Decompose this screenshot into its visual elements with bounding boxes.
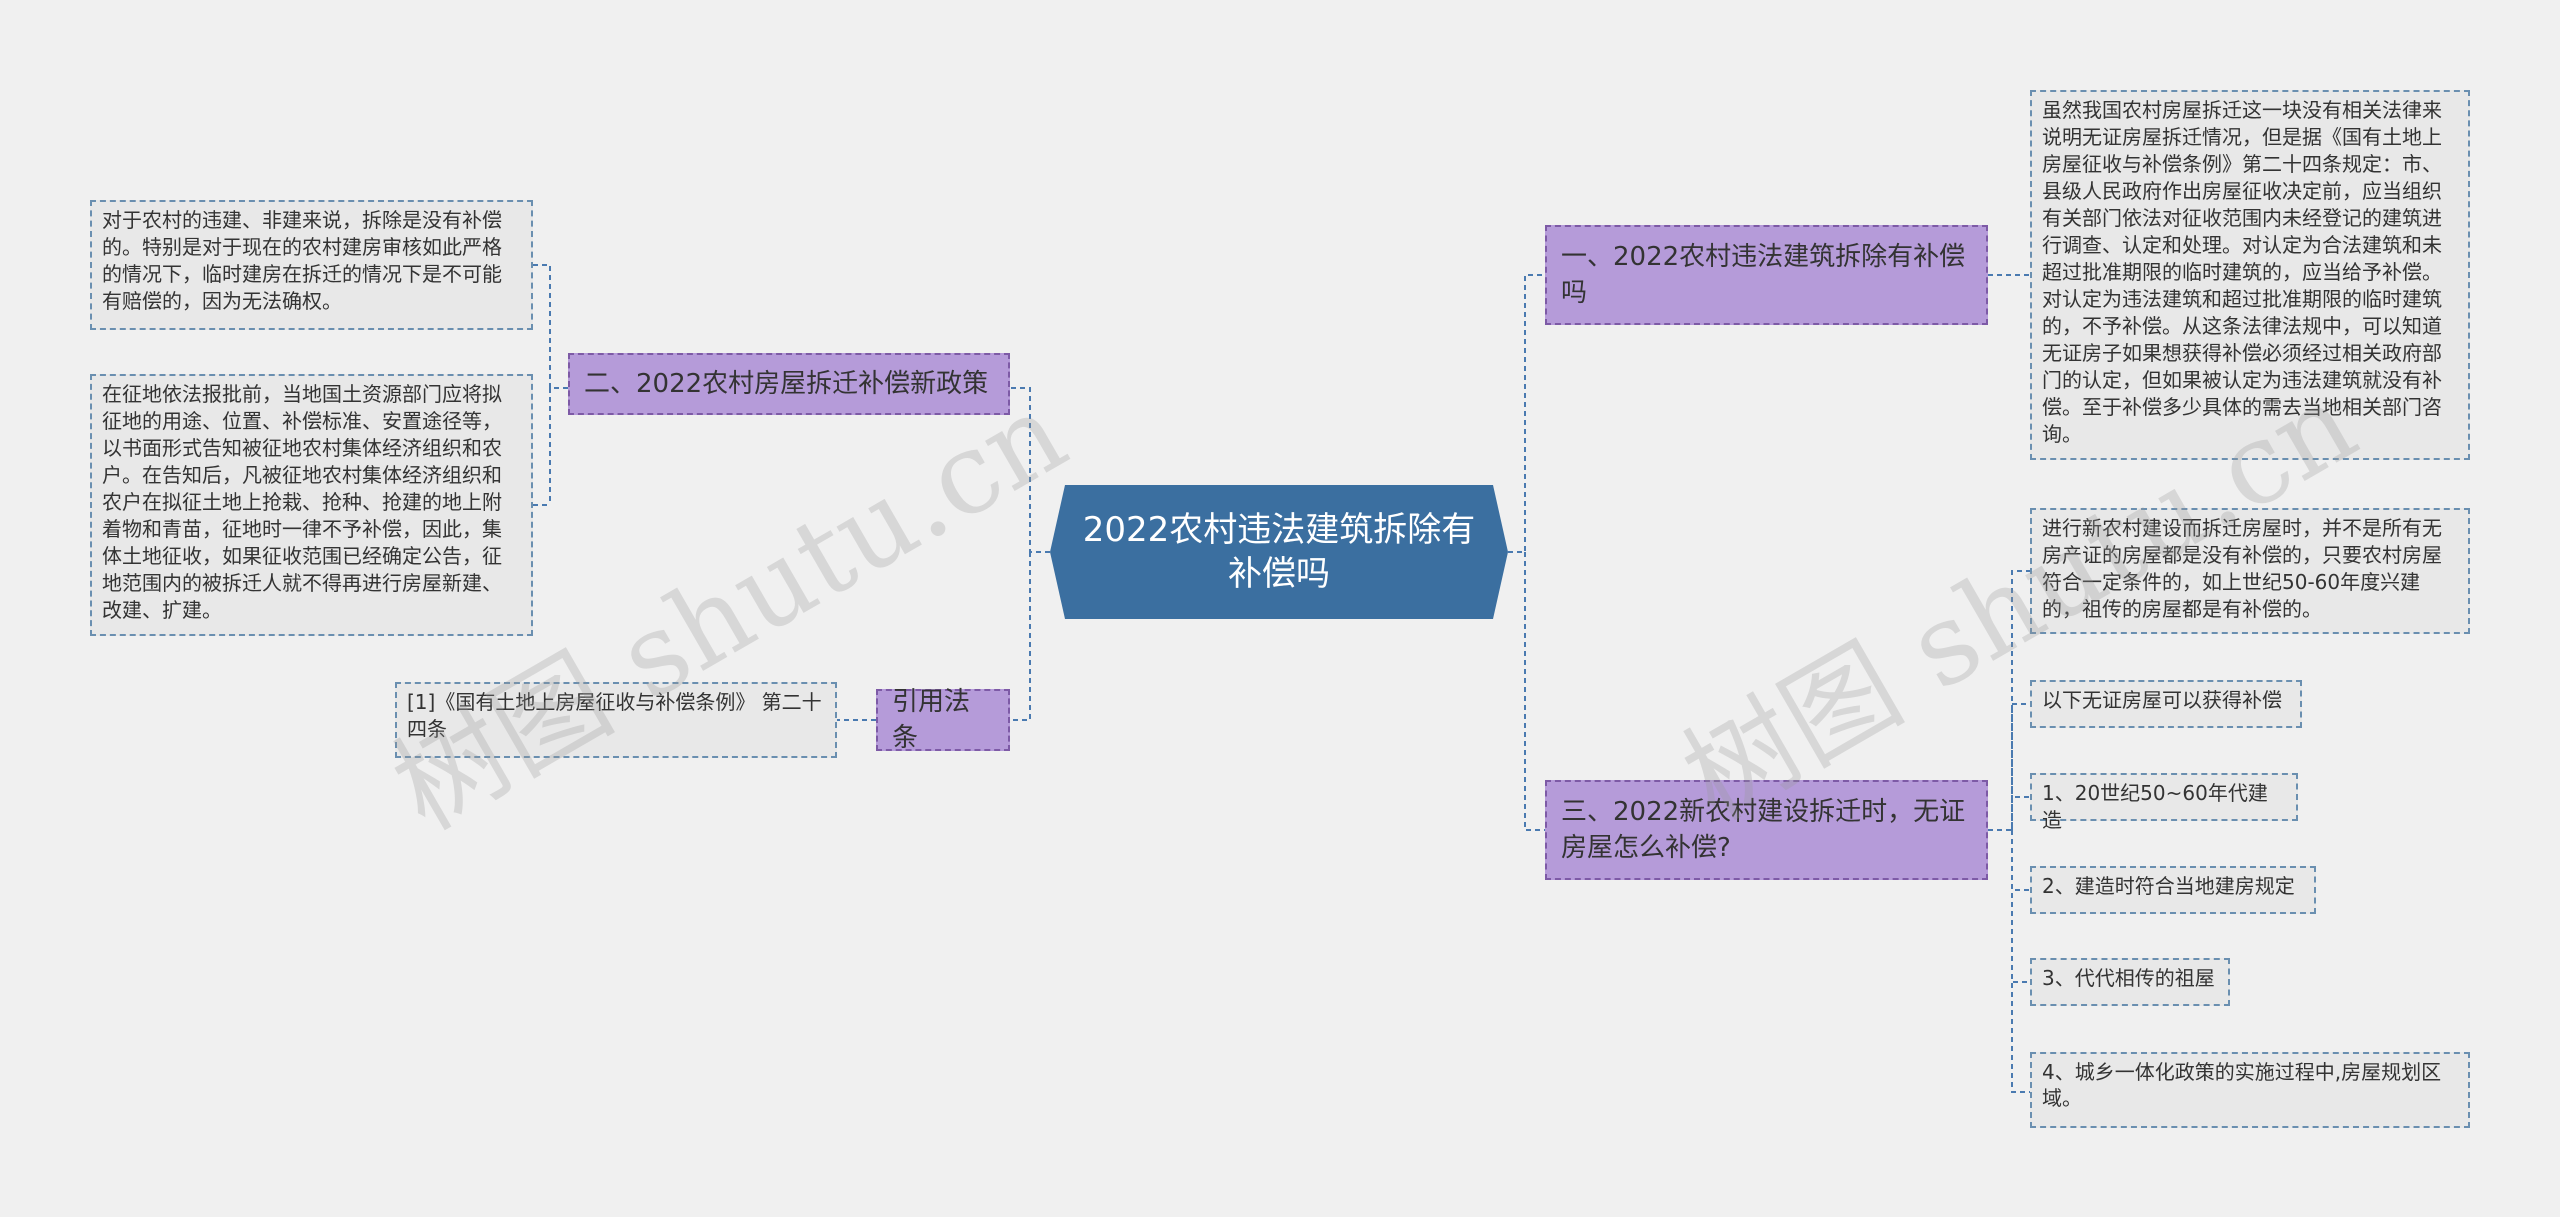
branch-one[interactable]: 一、2022农村违法建筑拆除有补偿吗	[1545, 225, 1988, 325]
leaf-policy-1-text: 对于农村的违建、非建来说，拆除是没有补偿的。特别是对于现在的农村建房审核如此严格…	[102, 208, 502, 313]
leaf-policy-2[interactable]: 在征地依法报批前，当地国土资源部门应将拟征地的用途、位置、补偿标准、安置途径等，…	[90, 374, 533, 636]
leaf-three-6-text: 4、城乡一体化政策的实施过程中,房屋规划区域。	[2042, 1060, 2442, 1110]
leaf-policy-2-text: 在征地依法报批前，当地国土资源部门应将拟征地的用途、位置、补偿标准、安置途径等，…	[102, 382, 502, 622]
branch-three[interactable]: 三、2022新农村建设拆迁时，无证房屋怎么补偿?	[1545, 780, 1988, 880]
leaf-three-4-text: 2、建造时符合当地建房规定	[2042, 874, 2295, 898]
leaf-one-1[interactable]: 虽然我国农村房屋拆迁这一块没有相关法律来说明无证房屋拆迁情况，但是据《国有土地上…	[2030, 90, 2470, 460]
leaf-citation-1-text: [1]《国有土地上房屋征收与补偿条例》 第二十四条	[407, 690, 822, 741]
root-topic-label: 2022农村违法建筑拆除有补偿吗	[1082, 510, 1476, 594]
branch-policy[interactable]: 二、2022农村房屋拆迁补偿新政策	[568, 353, 1010, 415]
leaf-three-3[interactable]: 1、20世纪50~60年代建造	[2030, 773, 2298, 832]
leaf-three-4[interactable]: 2、建造时符合当地建房规定	[2030, 866, 2316, 914]
branch-policy-label: 二、2022农村房屋拆迁补偿新政策	[584, 369, 989, 399]
leaf-three-1-text: 进行新农村建设而拆迁房屋时，并不是所有无房产证的房屋都是没有补偿的，只要农村房屋…	[2042, 516, 2442, 621]
leaf-three-2[interactable]: 以下无证房屋可以获得补偿	[2030, 680, 2302, 728]
leaf-three-6[interactable]: 4、城乡一体化政策的实施过程中,房屋规划区域。	[2030, 1052, 2470, 1128]
leaf-three-5-text: 3、代代相传的祖屋	[2042, 966, 2215, 990]
leaf-three-2-text: 以下无证房屋可以获得补偿	[2042, 688, 2282, 712]
branch-citation[interactable]: 引用法条	[876, 687, 1010, 753]
leaf-citation-1[interactable]: [1]《国有土地上房屋征收与补偿条例》 第二十四条	[395, 682, 837, 758]
branch-three-label: 三、2022新农村建设拆迁时，无证房屋怎么补偿?	[1561, 797, 1966, 863]
leaf-three-5[interactable]: 3、代代相传的祖屋	[2030, 958, 2230, 1006]
branch-citation-label: 引用法条	[892, 687, 971, 753]
leaf-three-3-text: 1、20世纪50~60年代建造	[2042, 781, 2268, 832]
leaf-three-1[interactable]: 进行新农村建设而拆迁房屋时，并不是所有无房产证的房屋都是没有补偿的，只要农村房屋…	[2030, 508, 2470, 634]
branch-one-label: 一、2022农村违法建筑拆除有补偿吗	[1561, 242, 1966, 308]
root-topic[interactable]: 2022农村违法建筑拆除有补偿吗	[1050, 485, 1508, 619]
leaf-one-1-text: 虽然我国农村房屋拆迁这一块没有相关法律来说明无证房屋拆迁情况，但是据《国有土地上…	[2042, 98, 2442, 446]
leaf-policy-1[interactable]: 对于农村的违建、非建来说，拆除是没有补偿的。特别是对于现在的农村建房审核如此严格…	[90, 200, 533, 330]
